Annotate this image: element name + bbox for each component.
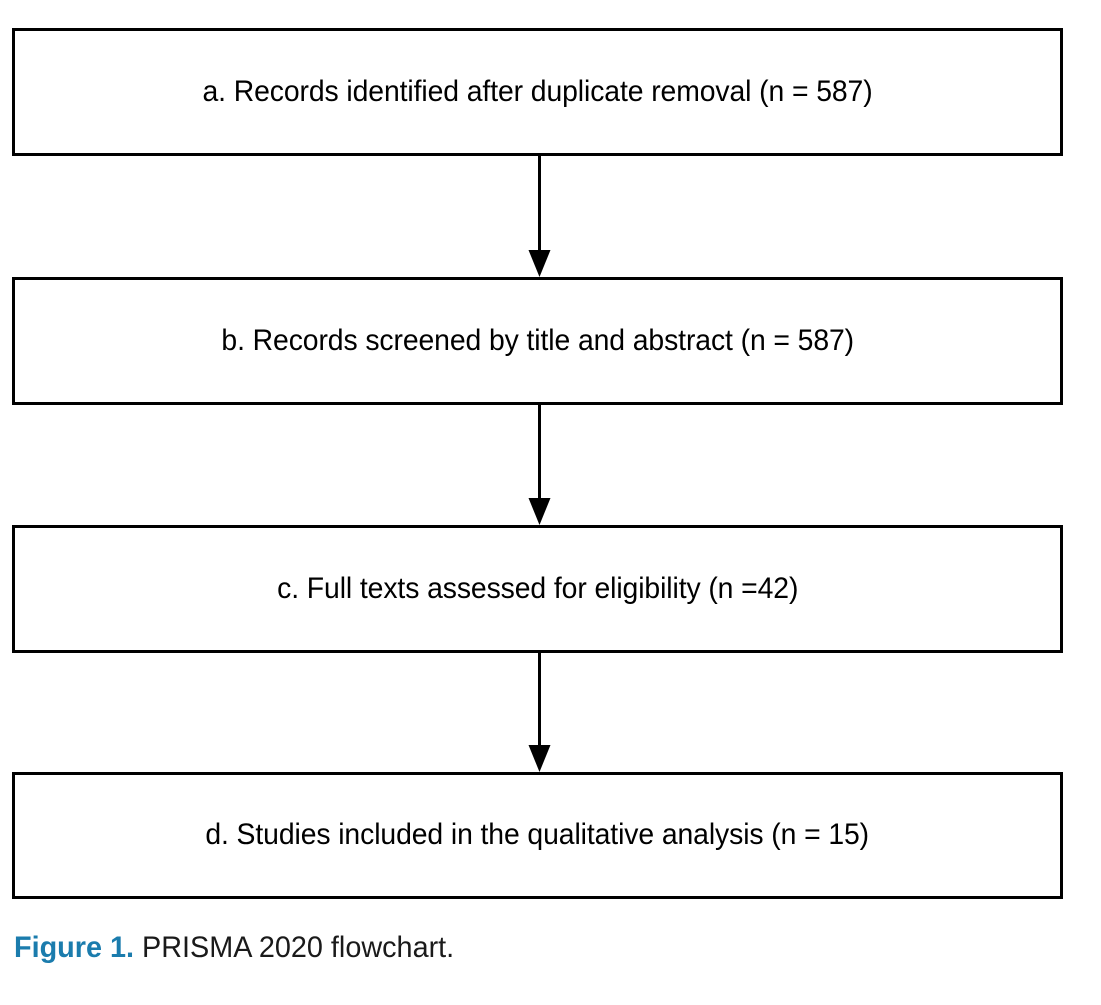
flow-node-a-label: a. Records identified after duplicate re…: [202, 74, 873, 108]
flow-arrow-a-to-b: [528, 156, 551, 277]
flow-arrow-b-to-c: [528, 405, 551, 525]
figure-caption: Figure 1. PRISMA 2020 flowchart.: [14, 928, 454, 968]
flow-arrow-c-to-d: [528, 653, 551, 772]
arrow-down-icon: [528, 156, 551, 277]
flow-node-b-label: b. Records screened by title and abstrac…: [221, 323, 854, 357]
arrow-down-icon: [528, 405, 551, 525]
flow-node-c-label: c. Full texts assessed for eligibility (…: [276, 571, 799, 605]
flow-node-b: b. Records screened by title and abstrac…: [12, 277, 1063, 405]
arrow-down-icon: [528, 653, 551, 772]
flow-node-d-label: d. Studies included in the qualitative a…: [205, 818, 870, 852]
flow-node-a: a. Records identified after duplicate re…: [12, 28, 1063, 156]
figure-caption-text: PRISMA 2020 flowchart.: [134, 931, 455, 964]
flow-node-c: c. Full texts assessed for eligibility (…: [12, 525, 1063, 653]
figure-caption-label: Figure 1.: [14, 931, 135, 964]
flow-node-d: d. Studies included in the qualitative a…: [12, 772, 1063, 899]
